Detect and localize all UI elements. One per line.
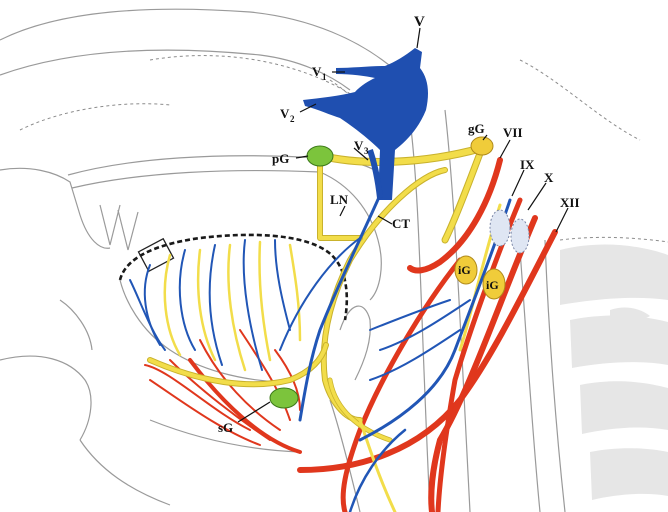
label-v: V [414, 14, 425, 30]
label-v2: V [280, 106, 290, 121]
label-pg: pG [272, 151, 289, 166]
inferior-ganglion-x [482, 268, 506, 300]
label-vii: VII [503, 125, 523, 140]
pterygopalatine-ganglion [306, 145, 334, 167]
tongue-outline [118, 233, 349, 383]
label-gg: gG [468, 121, 485, 136]
taste-bud-box [137, 237, 175, 273]
superior-ganglion-ix [489, 209, 511, 247]
blue-nerves [129, 193, 512, 512]
red-nerves [144, 157, 558, 512]
geniculate-ganglion [470, 136, 494, 156]
label-sg: sG [218, 420, 233, 435]
label-ig-2: iG [486, 278, 499, 292]
superior-ganglion-x [510, 218, 530, 254]
label-xii: XII [560, 195, 580, 210]
label-v2-sub: 2 [290, 114, 295, 124]
cervical-vertebrae [519, 239, 668, 512]
label-x: X [544, 170, 554, 185]
label-v1-sub: 1 [322, 72, 327, 82]
label-ct: CT [392, 216, 410, 231]
label-ig-1: iG [458, 263, 471, 277]
label-leaders [237, 27, 569, 423]
yellow-nerves [147, 144, 502, 512]
label-v3-sub: 3 [364, 146, 369, 156]
submandibular-ganglion [269, 387, 299, 409]
label-ix: IX [520, 157, 535, 172]
label-ln: LN [330, 192, 349, 207]
trigeminal-ganglion [303, 48, 428, 200]
ganglia [269, 136, 530, 409]
inferior-ganglion-ix [454, 255, 478, 285]
labels: V V 1 V 2 V 3 gG VII pG IX X XII LN CT i… [218, 14, 580, 435]
label-v3: V [354, 138, 364, 153]
label-v1: V [312, 64, 322, 79]
trigeminal-nerve [303, 48, 428, 200]
